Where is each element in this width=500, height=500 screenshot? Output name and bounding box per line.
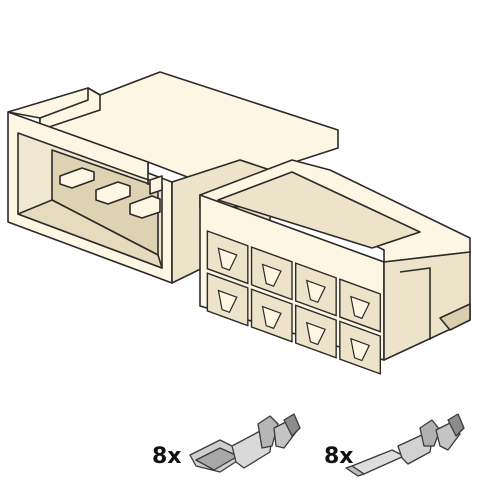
male-pin-row [59,167,163,219]
cavity-latch-tab [217,247,238,271]
cavity-latch-tab [350,295,371,320]
female-housing-top-recess [217,171,421,249]
male-pin [95,181,131,205]
female-housing-groove [399,267,431,340]
terminal-blade [351,449,405,475]
cavity-latch-tab [261,305,282,330]
male-crimp-terminal-icon [345,413,465,477]
cavity-latch-tab [261,263,282,287]
male-pin [59,167,95,189]
quantity-label-male-terminal: 8x [324,444,354,469]
female-housing-side-step [439,303,471,331]
male-pin [149,175,163,195]
female-crimp-terminal-icon [189,413,301,473]
cavity-latch-tab [217,289,238,314]
terminal-crimp-wing [419,419,441,447]
connector-housing-male-icon [7,71,339,284]
terminal-insulation-wing [447,413,465,437]
male-pin [129,195,161,219]
terminal-blade-tip [345,465,365,477]
terminal-insulation-wing [283,413,301,437]
female-housing-cavities [206,229,382,375]
cavity-latch-tab [350,337,371,362]
quantity-label-female-terminal: 8x [152,444,182,469]
male-housing-inner-floor [17,199,163,269]
cavity-latch-tab [305,279,326,304]
cavity-latch-tab [305,321,326,346]
